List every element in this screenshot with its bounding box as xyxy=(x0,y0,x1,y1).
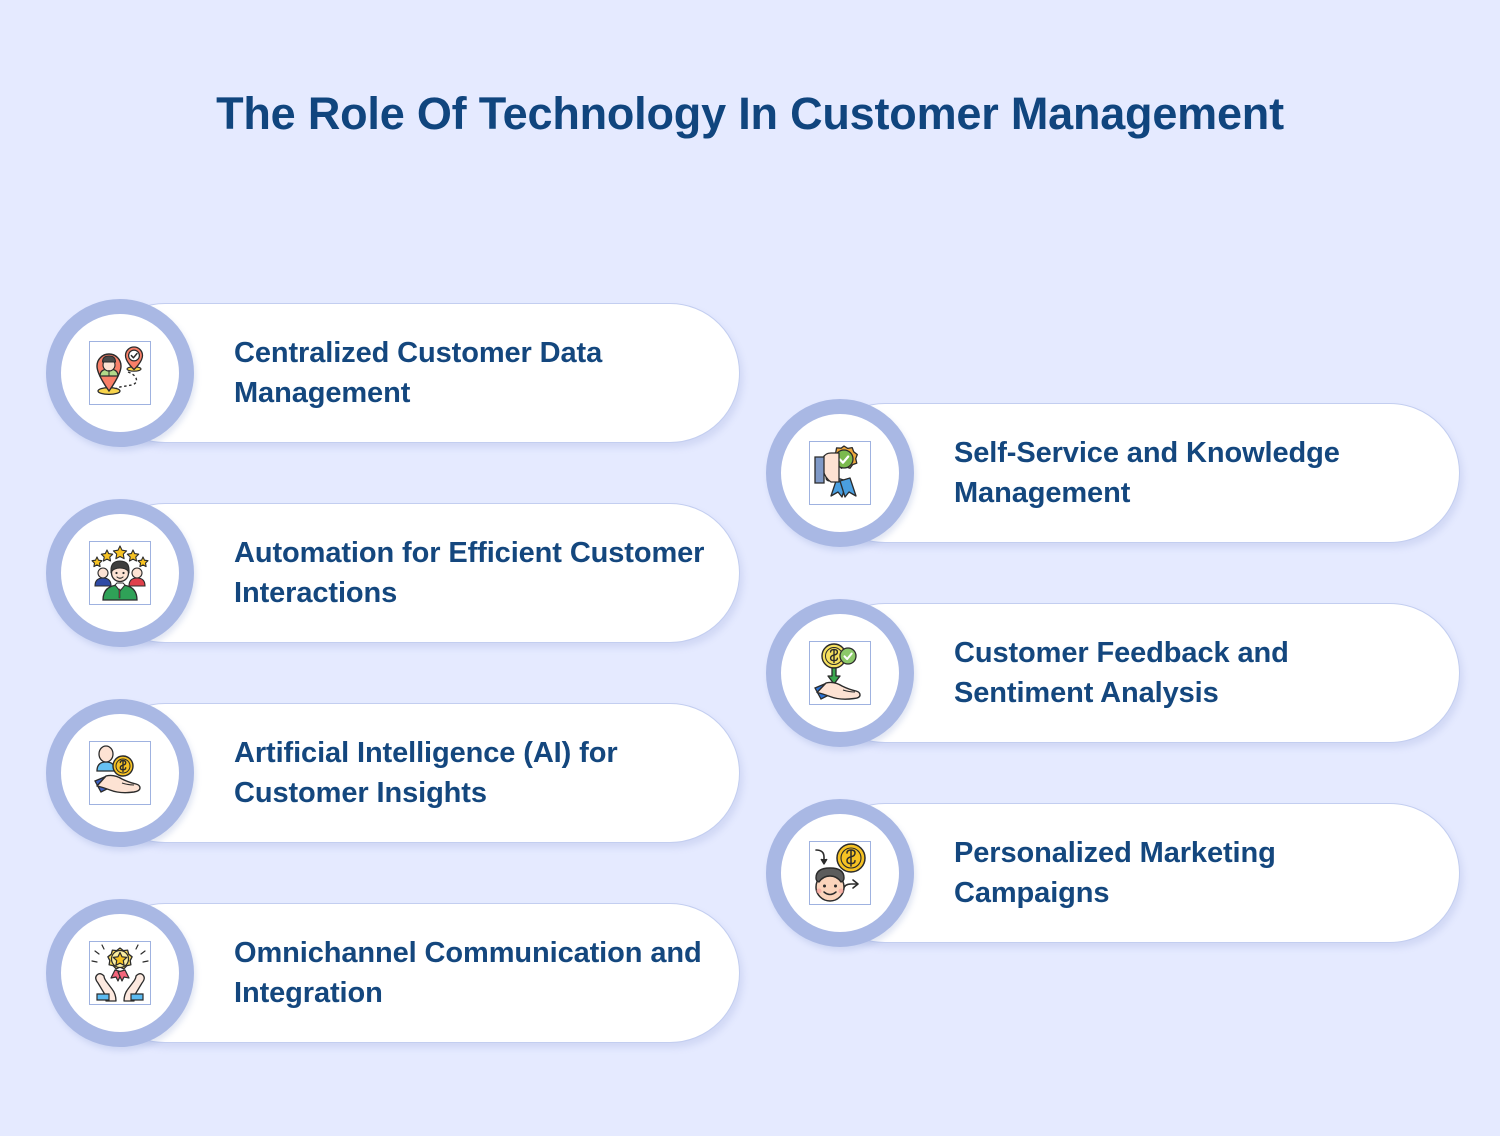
hand-holding-check-rosette-icon xyxy=(809,441,871,505)
page-title: The Role Of Technology In Customer Manag… xyxy=(216,88,1284,139)
card-personalized-marketing-campaigns[interactable]: Personalized Marketing Campaigns xyxy=(766,799,1460,947)
card-artificial-intelligence-for-customer-insights[interactable]: Artificial Intelligence (AI) for Custome… xyxy=(46,699,740,847)
card-customer-feedback-and-sentiment-analysis[interactable]: Customer Feedback and Sentiment Analysis xyxy=(766,599,1460,747)
card-label: Personalized Marketing Campaigns xyxy=(954,836,1276,909)
card-label: Customer Feedback and Sentiment Analysis xyxy=(954,636,1289,709)
card-label: Self-Service and Knowledge Management xyxy=(954,436,1340,509)
hands-holding-star-medal-icon xyxy=(89,941,151,1005)
icon-circle xyxy=(46,299,194,447)
location-pin-person-icon xyxy=(89,341,151,405)
icon-circle xyxy=(766,599,914,747)
icon-circle xyxy=(46,899,194,1047)
icon-circle xyxy=(46,699,194,847)
icon-circle xyxy=(46,499,194,647)
icon-circle xyxy=(766,399,914,547)
card-automation-for-efficient-customer-interactions[interactable]: Automation for Efficient Customer Intera… xyxy=(46,499,740,647)
card-self-service-and-knowledge-management[interactable]: Self-Service and Knowledge Management xyxy=(766,399,1460,547)
card-omnichannel-communication-and-integration[interactable]: Omnichannel Communication and Integratio… xyxy=(46,899,740,1047)
card-label: Automation for Efficient Customer Intera… xyxy=(234,536,705,609)
coin-check-hand-icon xyxy=(809,641,871,705)
card-label: Omnichannel Communication and Integratio… xyxy=(234,936,702,1009)
card-centralized-customer-data-management[interactable]: Centralized Customer Data Management xyxy=(46,299,740,447)
icon-circle xyxy=(766,799,914,947)
card-label: Artificial Intelligence (AI) for Custome… xyxy=(234,736,618,809)
face-coin-arrows-icon xyxy=(809,841,871,905)
five-star-rating-person-icon xyxy=(89,541,151,605)
person-coin-hand-icon xyxy=(89,741,151,805)
card-label: Centralized Customer Data Management xyxy=(234,336,603,409)
